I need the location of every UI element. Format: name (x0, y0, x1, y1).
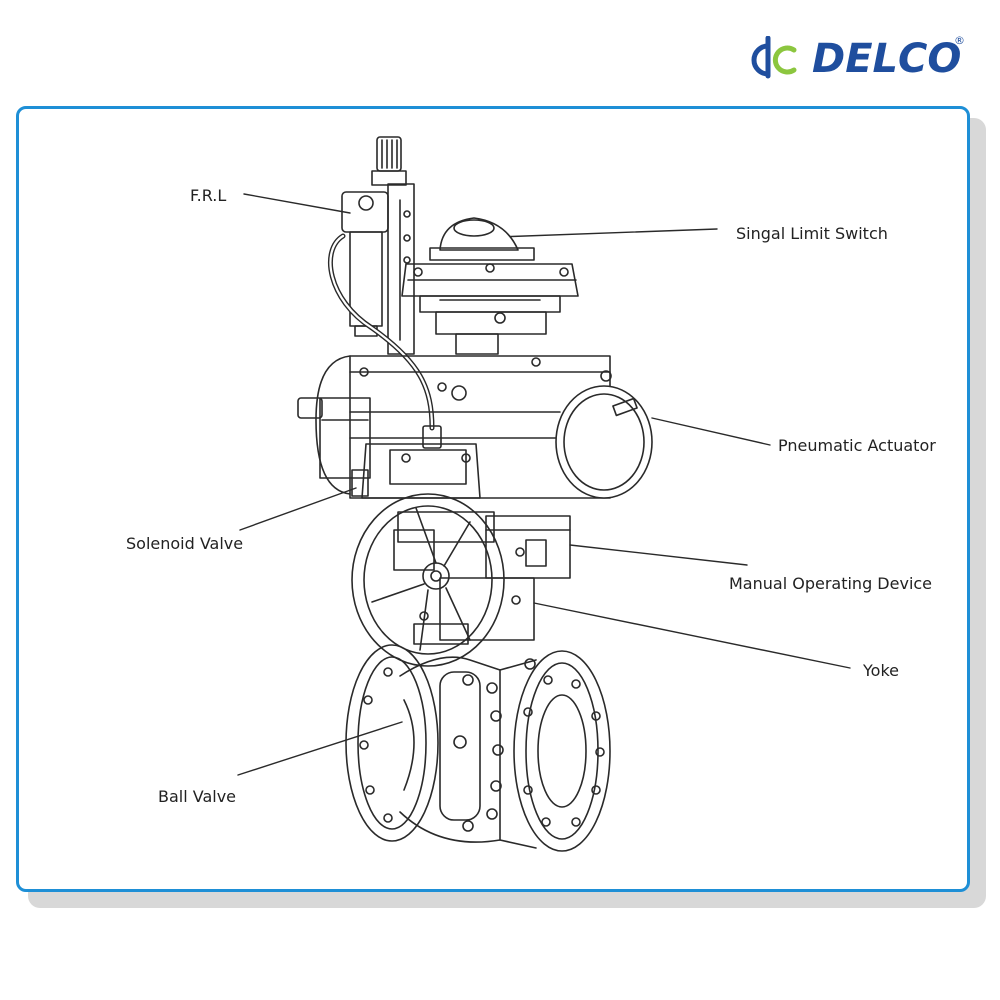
dc-monogram-icon (751, 36, 797, 79)
label-pneumatic-actuator: Pneumatic Actuator (778, 436, 936, 455)
label-frl: F.R.L (190, 186, 227, 205)
ball-valve (345, 644, 611, 852)
label-solenoid-valve: Solenoid Valve (126, 534, 244, 553)
frl-unit (341, 136, 415, 355)
handwheel (351, 493, 505, 667)
label-yoke: Yoke (863, 661, 899, 680)
yoke (413, 577, 535, 645)
limit-switch-box (401, 217, 579, 355)
solenoid-valve (319, 397, 481, 499)
label-manual-operating-device: Manual Operating Device (729, 574, 933, 593)
pneumatic-actuator (297, 355, 653, 499)
registered-mark: ® (954, 34, 965, 47)
leader-lines (237, 193, 851, 776)
diagram-panel (16, 106, 970, 892)
brand-name: DELCO (812, 36, 962, 82)
label-ball-valve: Ball Valve (158, 787, 237, 806)
label-limit-switch: Singal Limit Switch (736, 224, 888, 243)
delco-logo: DELCO ® (746, 34, 976, 84)
